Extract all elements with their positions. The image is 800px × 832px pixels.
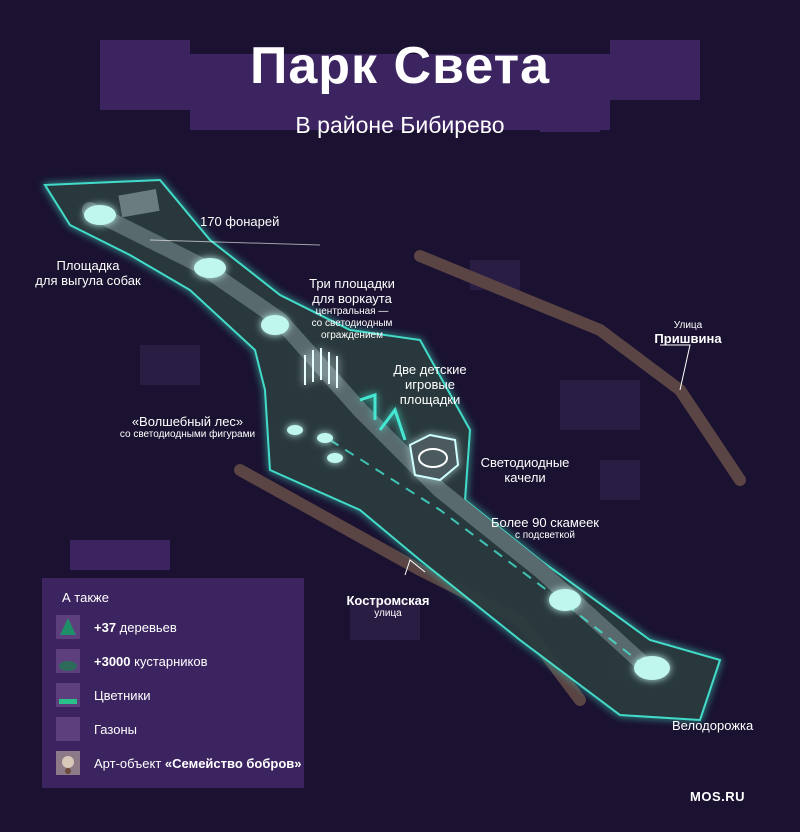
legend-title: А также bbox=[62, 590, 109, 605]
benches-line-1: Более 90 скамеек bbox=[491, 515, 599, 530]
kids-line-2: игровые bbox=[405, 377, 455, 392]
decor-block bbox=[100, 40, 190, 110]
dog-area-line-1: Площадка bbox=[56, 258, 120, 273]
playground bbox=[359, 392, 407, 441]
swings-line-1: Светодиодные bbox=[480, 455, 570, 470]
lawn-icon bbox=[56, 717, 80, 741]
legend-text: Арт-объект «Семейство бобров» bbox=[94, 755, 302, 771]
dog-area-label: Площадка для выгула собак bbox=[28, 258, 148, 288]
led-swings bbox=[408, 433, 460, 482]
swings-label: Светодиодные качели bbox=[470, 455, 580, 485]
decor-block bbox=[610, 40, 700, 100]
legend-item-bushes: +3000 кустарников bbox=[56, 648, 208, 674]
forest-line-1: «Волшебный лес» bbox=[131, 414, 244, 429]
legend-text: +37 деревьев bbox=[94, 619, 177, 635]
page-subtitle: В районе Бибирево bbox=[295, 112, 505, 138]
workout-note-3: ограждением bbox=[321, 330, 383, 341]
dog-area-line-2: для выгула собак bbox=[35, 273, 141, 288]
workout-note-1: центральная — bbox=[315, 306, 389, 317]
workout-note-2: со светодиодным bbox=[311, 318, 393, 329]
prishvina-street bbox=[414, 250, 746, 486]
legend-text: Цветники bbox=[94, 687, 151, 703]
benches-label: Более 90 скамеек с подсветкой bbox=[480, 515, 610, 542]
lamps-label: 170 фонарей bbox=[200, 214, 280, 229]
workout-line-2: для воркаута bbox=[312, 291, 392, 306]
kids-line-1: Две детские bbox=[393, 362, 467, 377]
flowerbed-icon bbox=[56, 683, 80, 707]
title-panel bbox=[190, 54, 610, 130]
legend-item-lawns: Газоны bbox=[56, 716, 137, 742]
decor-block bbox=[70, 540, 170, 570]
legend-item-trees: +37 деревьев bbox=[56, 614, 177, 640]
bush-icon bbox=[56, 649, 80, 673]
page-title: Парк Света bbox=[250, 37, 550, 95]
kostroma-word: улица bbox=[374, 608, 402, 619]
forest-label: «Волшебный лес» со светодиодными фигурам… bbox=[105, 414, 270, 441]
prishvina-street-label: Улица Пришвина bbox=[648, 320, 728, 346]
bike-path bbox=[329, 439, 651, 671]
leader-lines bbox=[404, 344, 691, 576]
kostroma-name: Костромская bbox=[346, 593, 430, 608]
workout-label: Три площадки для воркаута центральная — … bbox=[292, 276, 412, 342]
kids-line-3: площадки bbox=[399, 392, 461, 407]
legend-text: +3000 кустарников bbox=[94, 653, 208, 669]
swings-line-2: качели bbox=[504, 470, 546, 485]
beaver-icon bbox=[56, 751, 80, 775]
bike-path-label: Велодорожка bbox=[672, 718, 754, 733]
lamp-spots bbox=[84, 205, 670, 680]
prishvina-name: Пришвина bbox=[654, 331, 722, 346]
dog-area-field bbox=[118, 189, 160, 218]
legend-item-flowerbeds: Цветники bbox=[56, 682, 151, 708]
brand-logo: MOS.RU bbox=[690, 789, 745, 804]
prishvina-word: Улица bbox=[673, 320, 703, 331]
legend-text: Газоны bbox=[94, 721, 137, 737]
workout-fence bbox=[304, 348, 338, 388]
tree-icon bbox=[56, 615, 80, 639]
legend-panel: А также +37 деревьев +3000 кустарников Ц… bbox=[42, 578, 304, 788]
benches-line-2: с подсветкой bbox=[514, 530, 575, 541]
kostroma-street-label: Костромская улица bbox=[338, 594, 438, 620]
workout-line-1: Три площадки bbox=[309, 276, 395, 291]
legend-item-beavers: Арт-объект «Семейство бобров» bbox=[56, 750, 302, 776]
forest-line-2: со светодиодными фигурами bbox=[119, 429, 256, 440]
kids-label: Две детские игровые площадки bbox=[380, 362, 480, 407]
